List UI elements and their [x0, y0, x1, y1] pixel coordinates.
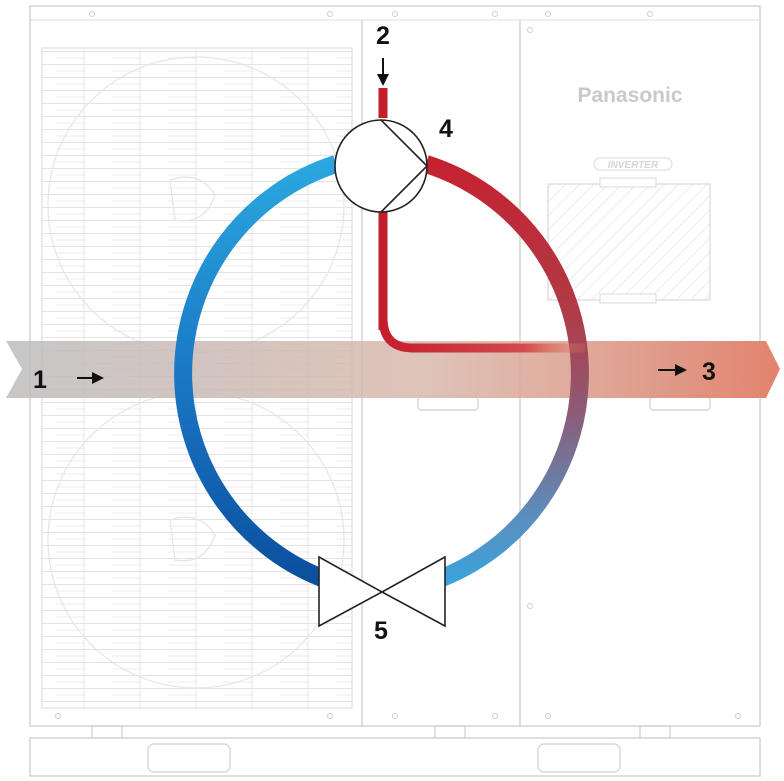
logo-badge — [593, 157, 673, 171]
label-5: 5 — [374, 617, 388, 645]
label-4: 4 — [439, 115, 453, 143]
service-panel — [547, 183, 711, 301]
fan-lower-blade — [169, 516, 216, 562]
evaporator-loop-cold — [174, 155, 339, 590]
arrow-icons — [77, 58, 687, 384]
fan-upper-blade — [169, 176, 216, 222]
label-1: 1 — [33, 366, 47, 394]
base-frame — [29, 737, 761, 777]
label-2: 2 — [376, 22, 390, 50]
base-slot-left — [147, 743, 231, 773]
brand-name: Panasonic — [577, 84, 682, 107]
arrow-right-icon-out — [658, 364, 687, 376]
service-panel-tab-bottom — [599, 293, 657, 304]
expansion-valve-symbol — [318, 555, 446, 628]
label-3: 3 — [702, 358, 716, 386]
base-slot-right — [537, 743, 621, 773]
arrow-down-icon — [377, 58, 389, 86]
arrow-right-icon-in — [77, 372, 104, 384]
mounting-feet — [91, 725, 671, 739]
screws — [55, 11, 741, 719]
compressor-symbol — [334, 119, 428, 213]
condenser-loop-hot — [423, 155, 589, 590]
logo-text: INVERTER — [608, 160, 659, 171]
refrigerant-circuit — [174, 88, 589, 628]
service-panel-tab-top — [599, 177, 657, 188]
